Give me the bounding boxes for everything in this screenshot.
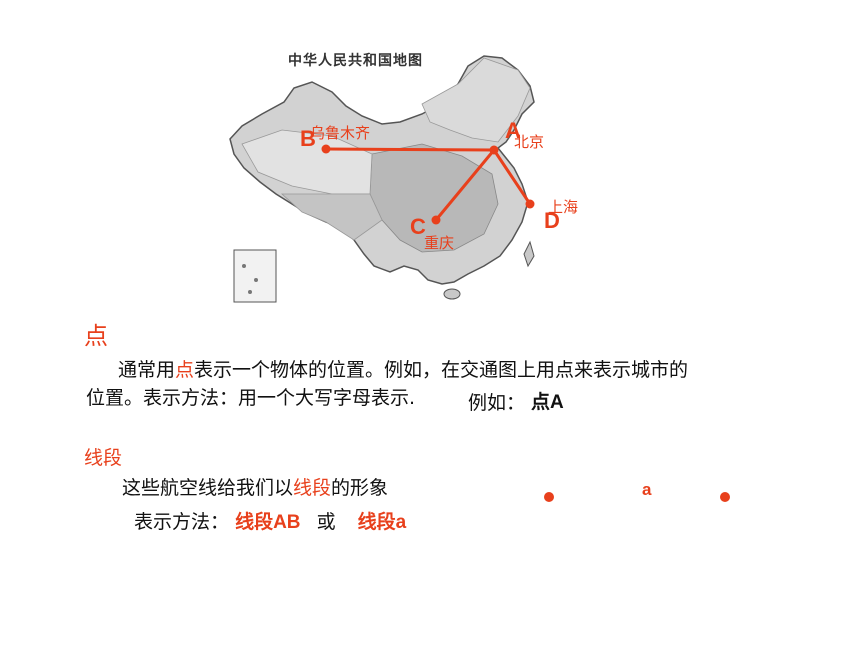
example-point-a: 点A [531, 392, 564, 413]
point-C-dot [431, 215, 441, 225]
china-map-shape [229, 55, 535, 303]
example-label: 例如： [468, 392, 526, 414]
segment-method-a: 线段a [357, 512, 407, 533]
inset-island [242, 264, 246, 268]
route-A-C [434, 149, 496, 221]
point-A-dot [489, 145, 499, 155]
point-desc-highlight: 点 [175, 359, 195, 381]
point-desc-line1: 通常用点表示一个物体的位置。例如，在交通图上用点来表示城市的 [118, 355, 688, 385]
point-D-dot [525, 199, 535, 209]
segment-heading: 线段 [84, 447, 123, 469]
point-B-dot [321, 144, 331, 154]
route-B-A [325, 147, 495, 152]
segment-desc-pre: 这些航空线给我们以 [122, 477, 294, 499]
route-A-D [492, 149, 532, 205]
segment-desc-line: 这些航空线给我们以线段的形象 [122, 473, 388, 503]
inset-island [254, 278, 258, 282]
segment-desc-highlight: 线段 [293, 477, 332, 499]
south-sea-inset [233, 249, 277, 303]
map-title: 中华人民共和国地图 [288, 53, 423, 69]
point-A-letter: A [505, 118, 521, 143]
taiwan-island [523, 240, 535, 268]
china-map [222, 44, 542, 306]
hainan-island [443, 288, 461, 300]
segment-method-ab: 线段AB [235, 512, 301, 533]
segment-endpoint-left [544, 492, 554, 502]
point-desc-line2: 位置。表示方法：用一个大写字母表示. [86, 387, 416, 409]
city-shanghai-label: 上海 [548, 198, 579, 216]
point-heading: 点 [84, 322, 108, 350]
point-D-letter: D [544, 208, 560, 233]
segment-desc-post: 的形象 [331, 477, 389, 499]
segment-label-a: a [642, 480, 652, 499]
tibet-region [280, 193, 383, 241]
inset-island [248, 290, 252, 294]
city-beijing-label: 北京 [514, 133, 545, 151]
segment-endpoint-right [720, 492, 730, 502]
city-chongqing-label: 重庆 [424, 234, 455, 252]
segment-method-label: 表示方法： [134, 511, 230, 533]
northeast-region [421, 57, 531, 143]
point-C-letter: C [410, 214, 426, 239]
segment-method-or: 或 [316, 511, 336, 533]
point-B-letter: B [300, 126, 316, 151]
point-desc-post: 表示一个物体的位置。例如，在交通图上用点来表示城市的 [194, 359, 689, 381]
segment-method-line: 表示方法： 线段AB 或 线段a [134, 507, 406, 538]
point-desc-pre: 通常用 [118, 359, 176, 381]
city-urumqi-label: 乌鲁木齐 [310, 124, 371, 142]
